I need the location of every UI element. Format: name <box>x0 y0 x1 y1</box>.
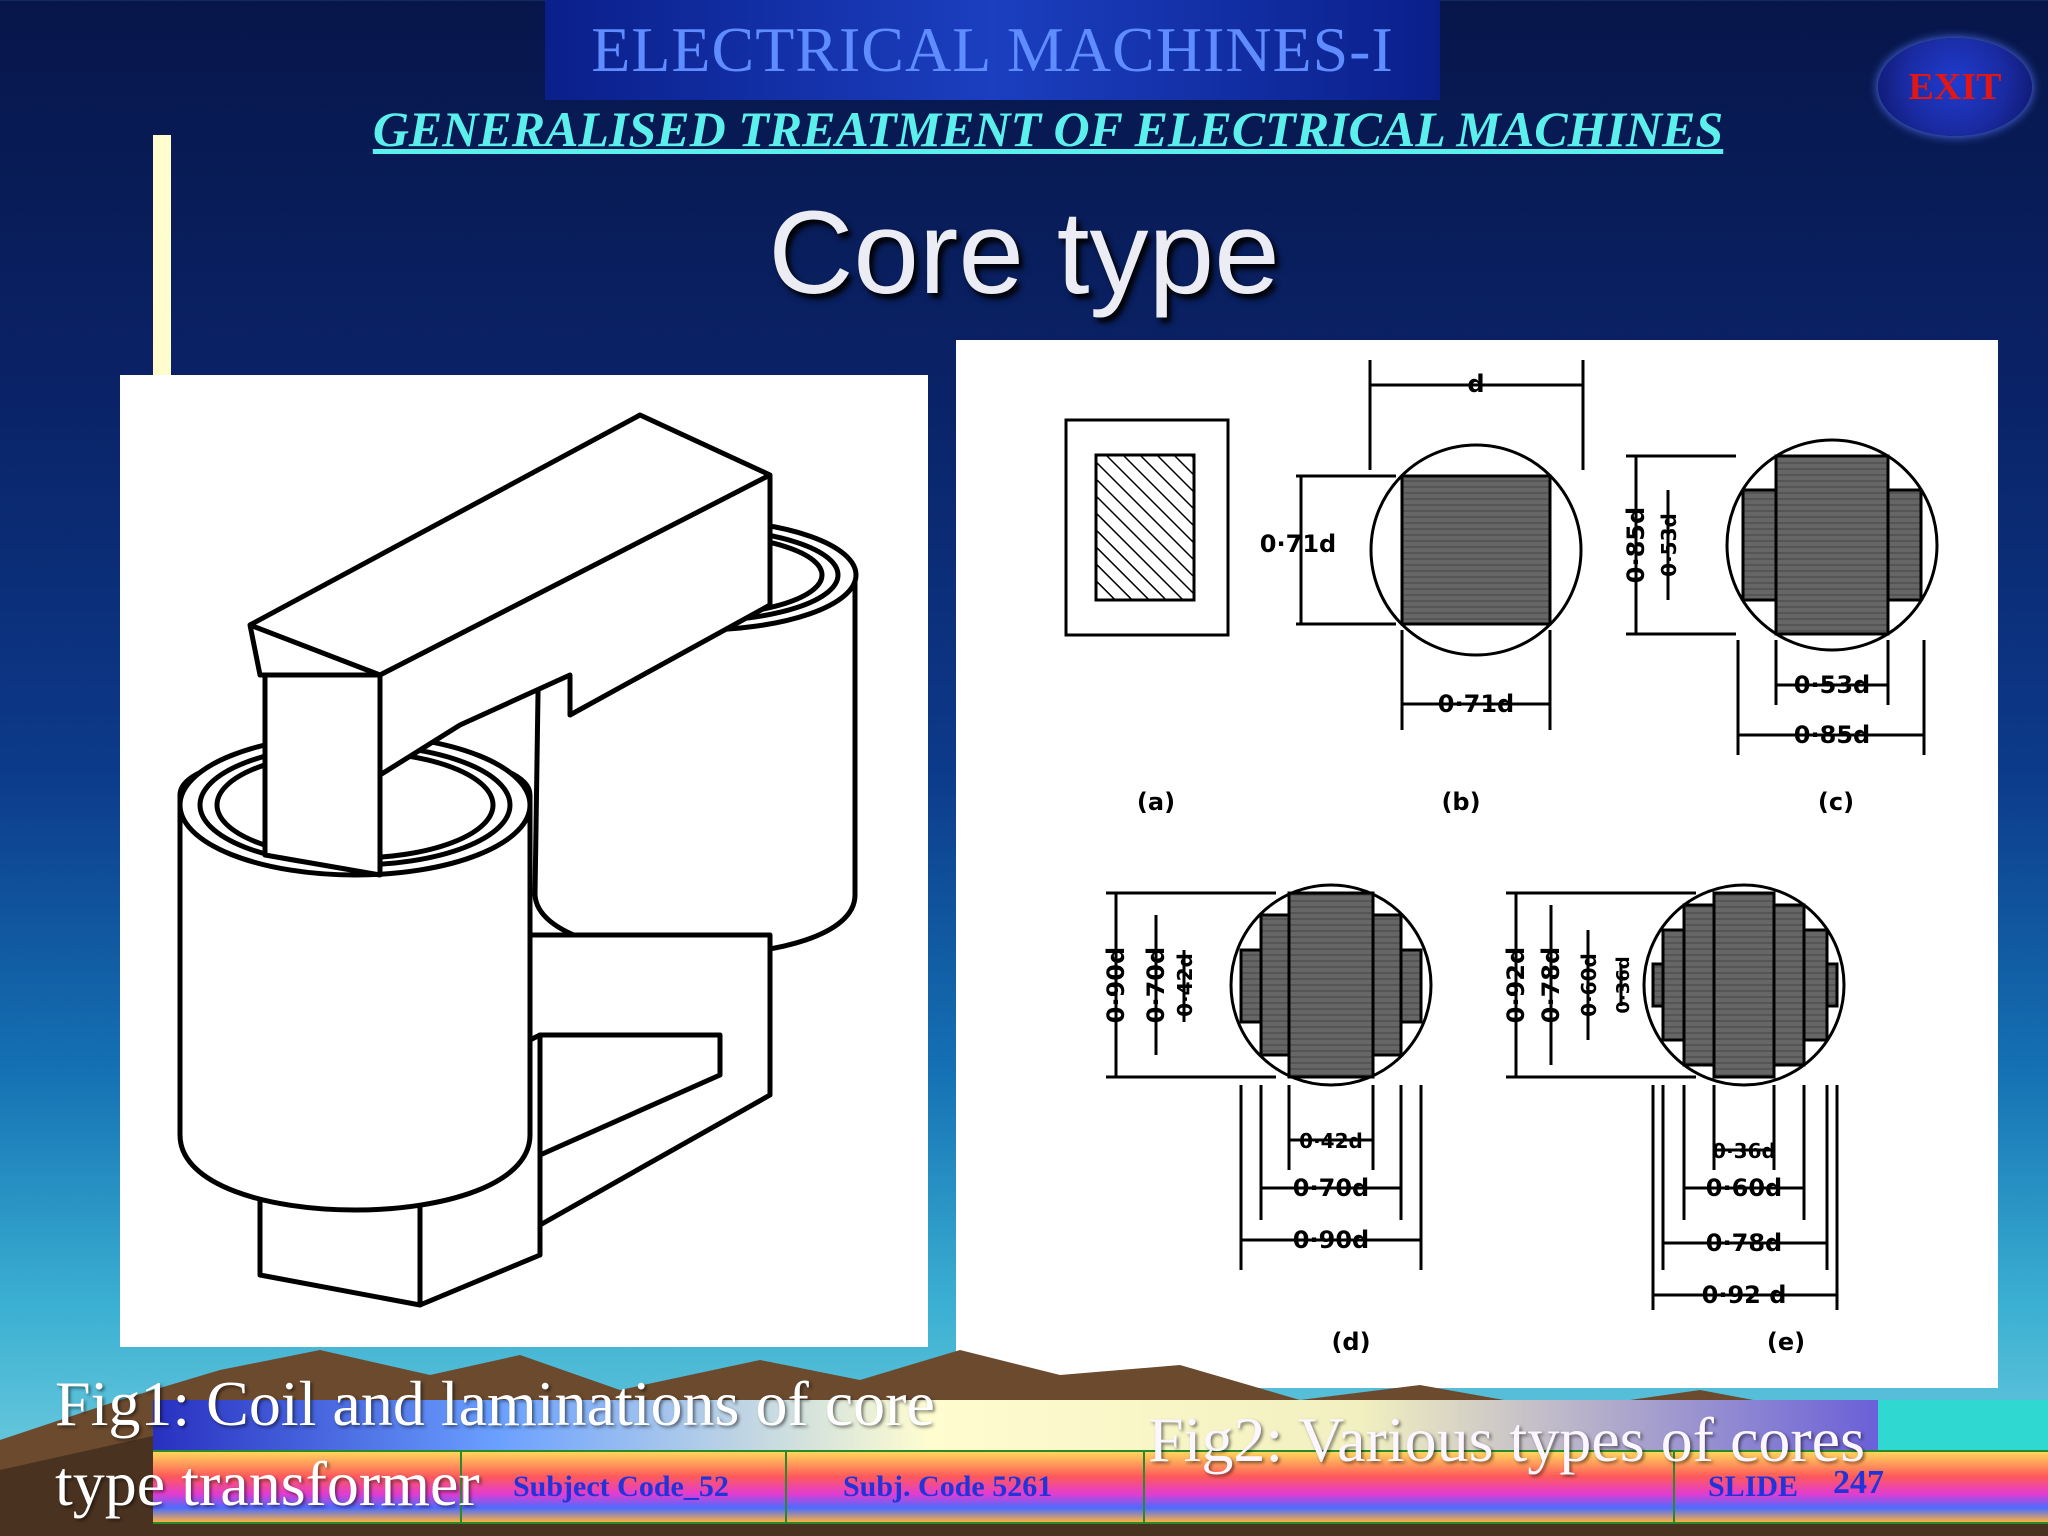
dim-e-w3: 0·78d <box>1706 1229 1782 1257</box>
dim-e-h4: 0·36d <box>1613 956 1634 1013</box>
dim-e-w2: 0·60d <box>1706 1174 1782 1202</box>
figure-2-panel: d (a) (b) (c) (d) (e) 0·71d 0·71d 0·85d … <box>956 340 1998 1388</box>
footer-strip-right <box>1878 1400 2048 1452</box>
label-d: d <box>1467 370 1484 398</box>
label-dd: (d) <box>1331 1328 1370 1356</box>
label-e: (e) <box>1767 1328 1805 1356</box>
footer-subj-code: Subj. Code 5261 <box>843 1470 1053 1503</box>
dim-c-h-outer: 0·85d <box>1622 507 1650 583</box>
footer-slide-number: 247 <box>1833 1464 1884 1501</box>
dim-e-w1: 0·36d <box>1712 1139 1776 1163</box>
dim-c-h-inner: 0·53d <box>1657 513 1681 577</box>
label-a: (a) <box>1137 788 1175 816</box>
decorative-bar <box>153 135 171 375</box>
figure-1-caption: Fig1: Coil and laminations of core type … <box>55 1368 935 1519</box>
footer-bar: Subject Code_52 Subj. Code 5261 SLIDE 24… <box>153 1450 2048 1524</box>
footer-strip <box>153 1400 1878 1452</box>
dim-d-h2: 0·70d <box>1142 947 1170 1023</box>
label-b: (b) <box>1441 788 1480 816</box>
footer-subject-code: Subject Code_52 <box>513 1470 729 1503</box>
dim-d-w2: 0·70d <box>1293 1174 1369 1202</box>
dim-d-h1: 0·90d <box>1102 947 1130 1023</box>
footer-slide-label: SLIDE <box>1708 1470 1799 1503</box>
dim-d-h3: 0·42d <box>1173 953 1197 1017</box>
course-title: ELECTRICAL MACHINES-I <box>545 0 1440 100</box>
dim-d-w3: 0·90d <box>1293 1226 1369 1254</box>
dim-e-h1: 0·92d <box>1502 947 1530 1023</box>
dim-e-h2: 0·78d <box>1537 947 1565 1023</box>
topic-title: GENERALISED TREATMENT OF ELECTRICAL MACH… <box>372 101 1724 157</box>
core-sections-drawing: d (a) (b) (c) (d) (e) 0·71d 0·71d 0·85d … <box>1064 360 1939 1356</box>
dim-b-w: 0·71d <box>1438 690 1514 718</box>
exit-button[interactable]: EXIT <box>1878 38 2032 136</box>
dim-e-w4: 0·92 d <box>1702 1281 1787 1309</box>
slide-title: Core type <box>768 187 1280 319</box>
dim-d-w1: 0·42d <box>1299 1129 1363 1153</box>
figure-2-caption: Fig2: Various types of cores <box>1148 1404 1865 1475</box>
dim-c-w-inner: 0·53d <box>1794 671 1870 699</box>
figure-1-panel <box>120 375 928 1347</box>
dim-e-h3: 0·60d <box>1577 953 1601 1017</box>
transformer-core-drawing <box>177 412 859 1308</box>
dim-c-w-outer: 0·85d <box>1794 721 1870 749</box>
dim-b-h: 0·71d <box>1260 530 1336 558</box>
label-c: (c) <box>1818 788 1854 816</box>
